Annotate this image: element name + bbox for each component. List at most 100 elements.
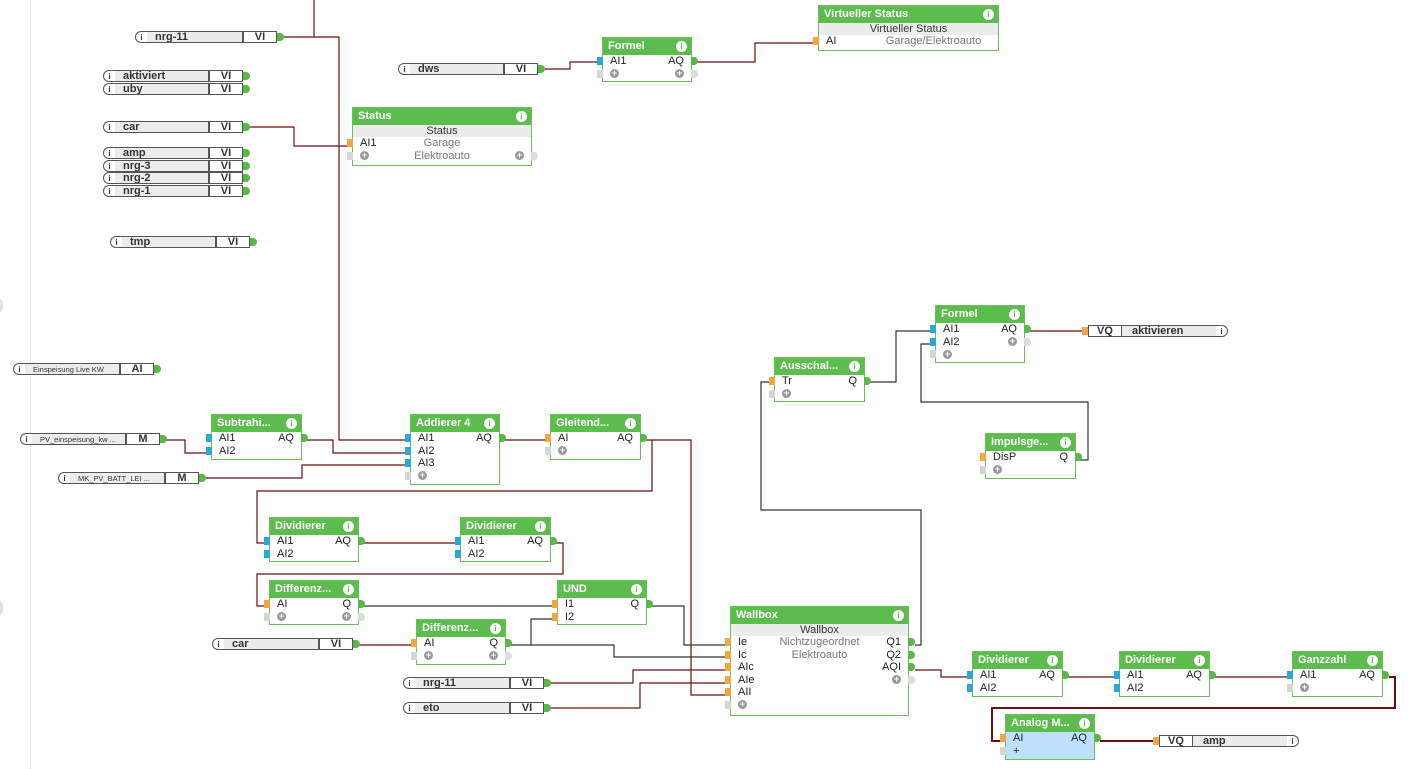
add-output-icon[interactable]: + — [892, 674, 901, 685]
info-icon[interactable]: i — [676, 41, 687, 52]
info-icon[interactable]: i — [398, 63, 410, 75]
input-port-add[interactable] — [930, 350, 936, 358]
input-port[interactable] — [405, 434, 411, 442]
output-port-add[interactable] — [1024, 337, 1031, 346]
input-port[interactable] — [725, 650, 731, 659]
input-connector-mk-pv-batt[interactable]: i MK_PV_BATT_LEI ... M — [58, 472, 206, 484]
input-port-add[interactable] — [769, 389, 775, 398]
info-icon[interactable]: i — [58, 472, 70, 484]
info-icon[interactable]: i — [403, 702, 415, 714]
input-port[interactable] — [980, 453, 986, 461]
input-port[interactable] — [1287, 671, 1293, 679]
block-title[interactable]: Differenz...i — [270, 581, 358, 598]
output-port[interactable] — [154, 365, 161, 373]
add-input-icon[interactable]: + — [738, 699, 747, 710]
output-port-add[interactable] — [691, 69, 698, 78]
info-icon[interactable]: i — [343, 521, 354, 532]
input-connector-car[interactable]: i car VI — [103, 121, 250, 133]
input-port[interactable] — [1153, 737, 1159, 745]
info-icon[interactable]: i — [1060, 437, 1071, 448]
input-port[interactable] — [725, 675, 731, 684]
input-port[interactable] — [725, 688, 731, 696]
info-icon[interactable]: i — [631, 584, 642, 595]
output-port[interactable] — [301, 434, 308, 442]
input-port[interactable] — [930, 337, 936, 346]
input-connector-dws[interactable]: i dws VI — [398, 63, 545, 75]
input-port[interactable] — [1114, 683, 1120, 692]
input-port-add[interactable] — [980, 465, 986, 474]
output-port[interactable] — [243, 123, 250, 131]
add-input-icon[interactable]: + — [782, 388, 791, 399]
add-input-icon[interactable]: + — [943, 348, 952, 359]
output-port[interactable] — [1062, 671, 1069, 679]
input-connector-eto[interactable]: i eto VI — [403, 702, 551, 714]
info-icon[interactable]: i — [1216, 325, 1228, 337]
info-icon[interactable]: i — [103, 160, 115, 172]
input-port-add[interactable] — [405, 471, 411, 480]
block-title[interactable]: Ausschal...i — [775, 358, 864, 375]
info-icon[interactable]: i — [849, 361, 860, 372]
input-port[interactable] — [545, 434, 551, 442]
info-icon[interactable]: i — [343, 584, 354, 595]
input-port[interactable] — [967, 671, 973, 679]
input-connector-amp[interactable]: i amp VI — [103, 147, 250, 159]
input-port[interactable] — [405, 459, 411, 467]
input-port-add[interactable] — [411, 651, 417, 660]
block-title[interactable]: Gleitend...i — [551, 415, 640, 432]
output-port[interactable] — [499, 434, 506, 442]
info-icon[interactable]: i — [403, 677, 415, 689]
input-port-add[interactable] — [1287, 683, 1293, 692]
block-title[interactable]: Impulsge...i — [986, 434, 1075, 451]
info-icon[interactable]: i — [103, 185, 115, 197]
input-port[interactable] — [206, 434, 212, 442]
info-icon[interactable]: i — [983, 9, 994, 20]
add-output-icon[interactable]: + — [1008, 336, 1017, 347]
input-port[interactable] — [725, 638, 731, 646]
output-port[interactable] — [277, 33, 284, 41]
output-port[interactable] — [1209, 671, 1216, 679]
input-port-add[interactable] — [347, 151, 353, 160]
output-port[interactable] — [864, 377, 871, 385]
add-input-icon[interactable]: + — [993, 464, 1002, 475]
output-port[interactable] — [358, 537, 365, 545]
add-input-icon[interactable]: + — [558, 445, 567, 456]
info-icon[interactable]: i — [110, 236, 122, 248]
add-input-icon[interactable]: + — [360, 150, 369, 161]
input-port[interactable] — [264, 537, 270, 545]
info-icon[interactable]: i — [135, 31, 147, 43]
input-port[interactable] — [455, 537, 461, 545]
input-connector-nrg-3[interactable]: i nrg-3 VI — [103, 160, 250, 172]
block-title[interactable]: Differenz...i — [417, 620, 505, 637]
output-port[interactable] — [1024, 325, 1031, 333]
input-port[interactable] — [405, 446, 411, 455]
input-connector-nrg-11[interactable]: i nrg-11 VI — [135, 31, 284, 43]
info-icon[interactable]: i — [484, 418, 495, 429]
output-port[interactable] — [544, 679, 551, 687]
add-input-icon[interactable]: + — [610, 68, 619, 79]
input-connector-nrg-1[interactable]: i nrg-1 VI — [103, 185, 250, 197]
add-input-icon[interactable]: + — [424, 650, 433, 661]
input-connector-nrg-11-bottom[interactable]: i nrg-11 VI — [403, 677, 551, 689]
output-port[interactable] — [1075, 453, 1082, 461]
output-port-add[interactable] — [505, 651, 512, 660]
output-port[interactable] — [160, 435, 167, 443]
output-port[interactable] — [243, 187, 250, 195]
add-input-icon[interactable]: + — [1013, 744, 1020, 757]
input-connector-einspeisung-live-kw[interactable]: i Einspeisung Live KW AI — [13, 363, 161, 375]
info-icon[interactable]: i — [893, 610, 904, 621]
